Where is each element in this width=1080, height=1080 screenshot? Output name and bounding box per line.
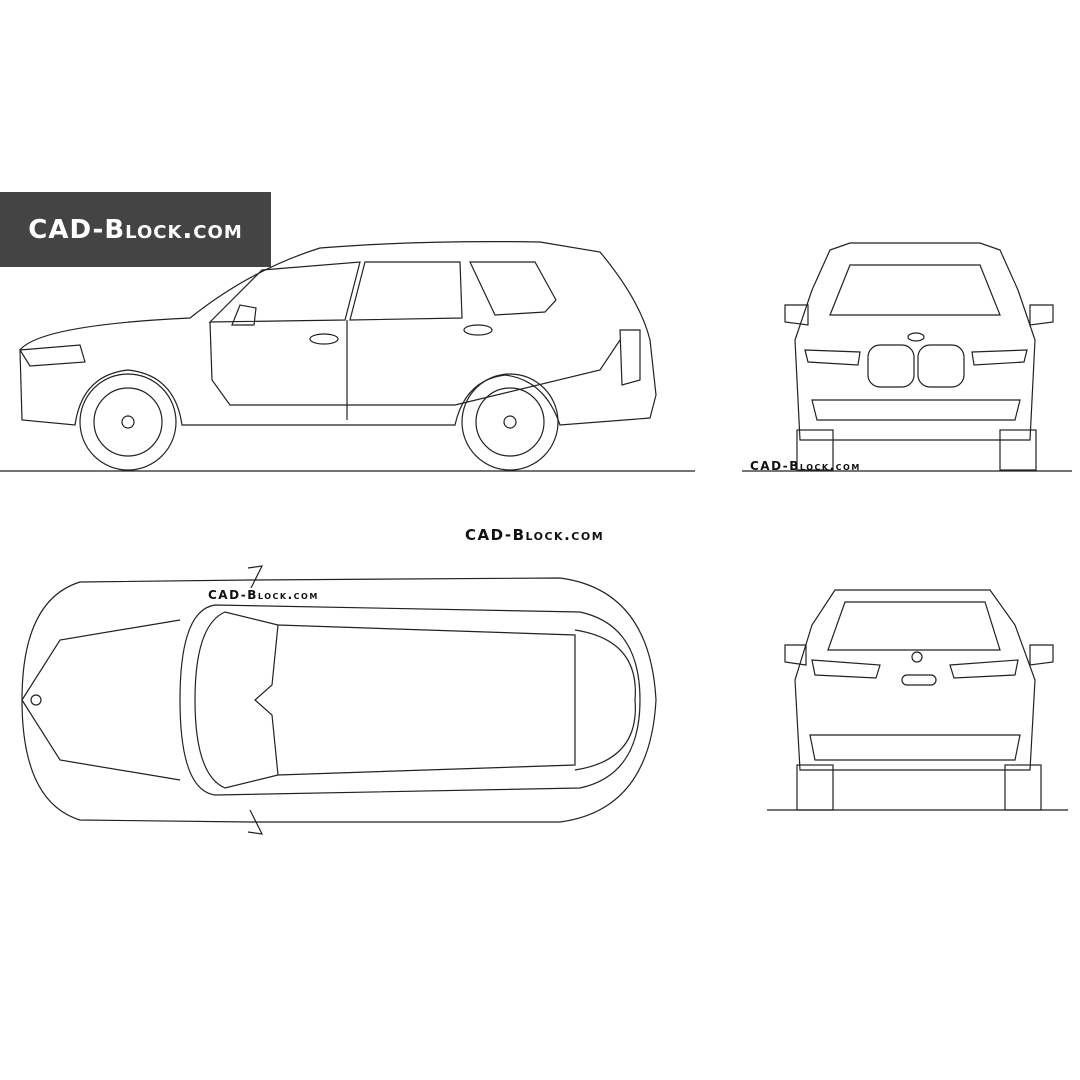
watermark-center: CAD-Block.com (465, 526, 605, 544)
side-view (0, 241, 695, 472)
watermark-front: CAD-Block.com (750, 459, 861, 473)
banner-logo-text: CAD-Block.com (28, 214, 243, 245)
cad-block-banner: CAD-Block.com (0, 192, 271, 267)
watermark-top: CAD-Block.com (208, 588, 319, 602)
rear-view (767, 589, 1068, 811)
front-view (742, 242, 1072, 472)
top-view (21, 565, 657, 835)
